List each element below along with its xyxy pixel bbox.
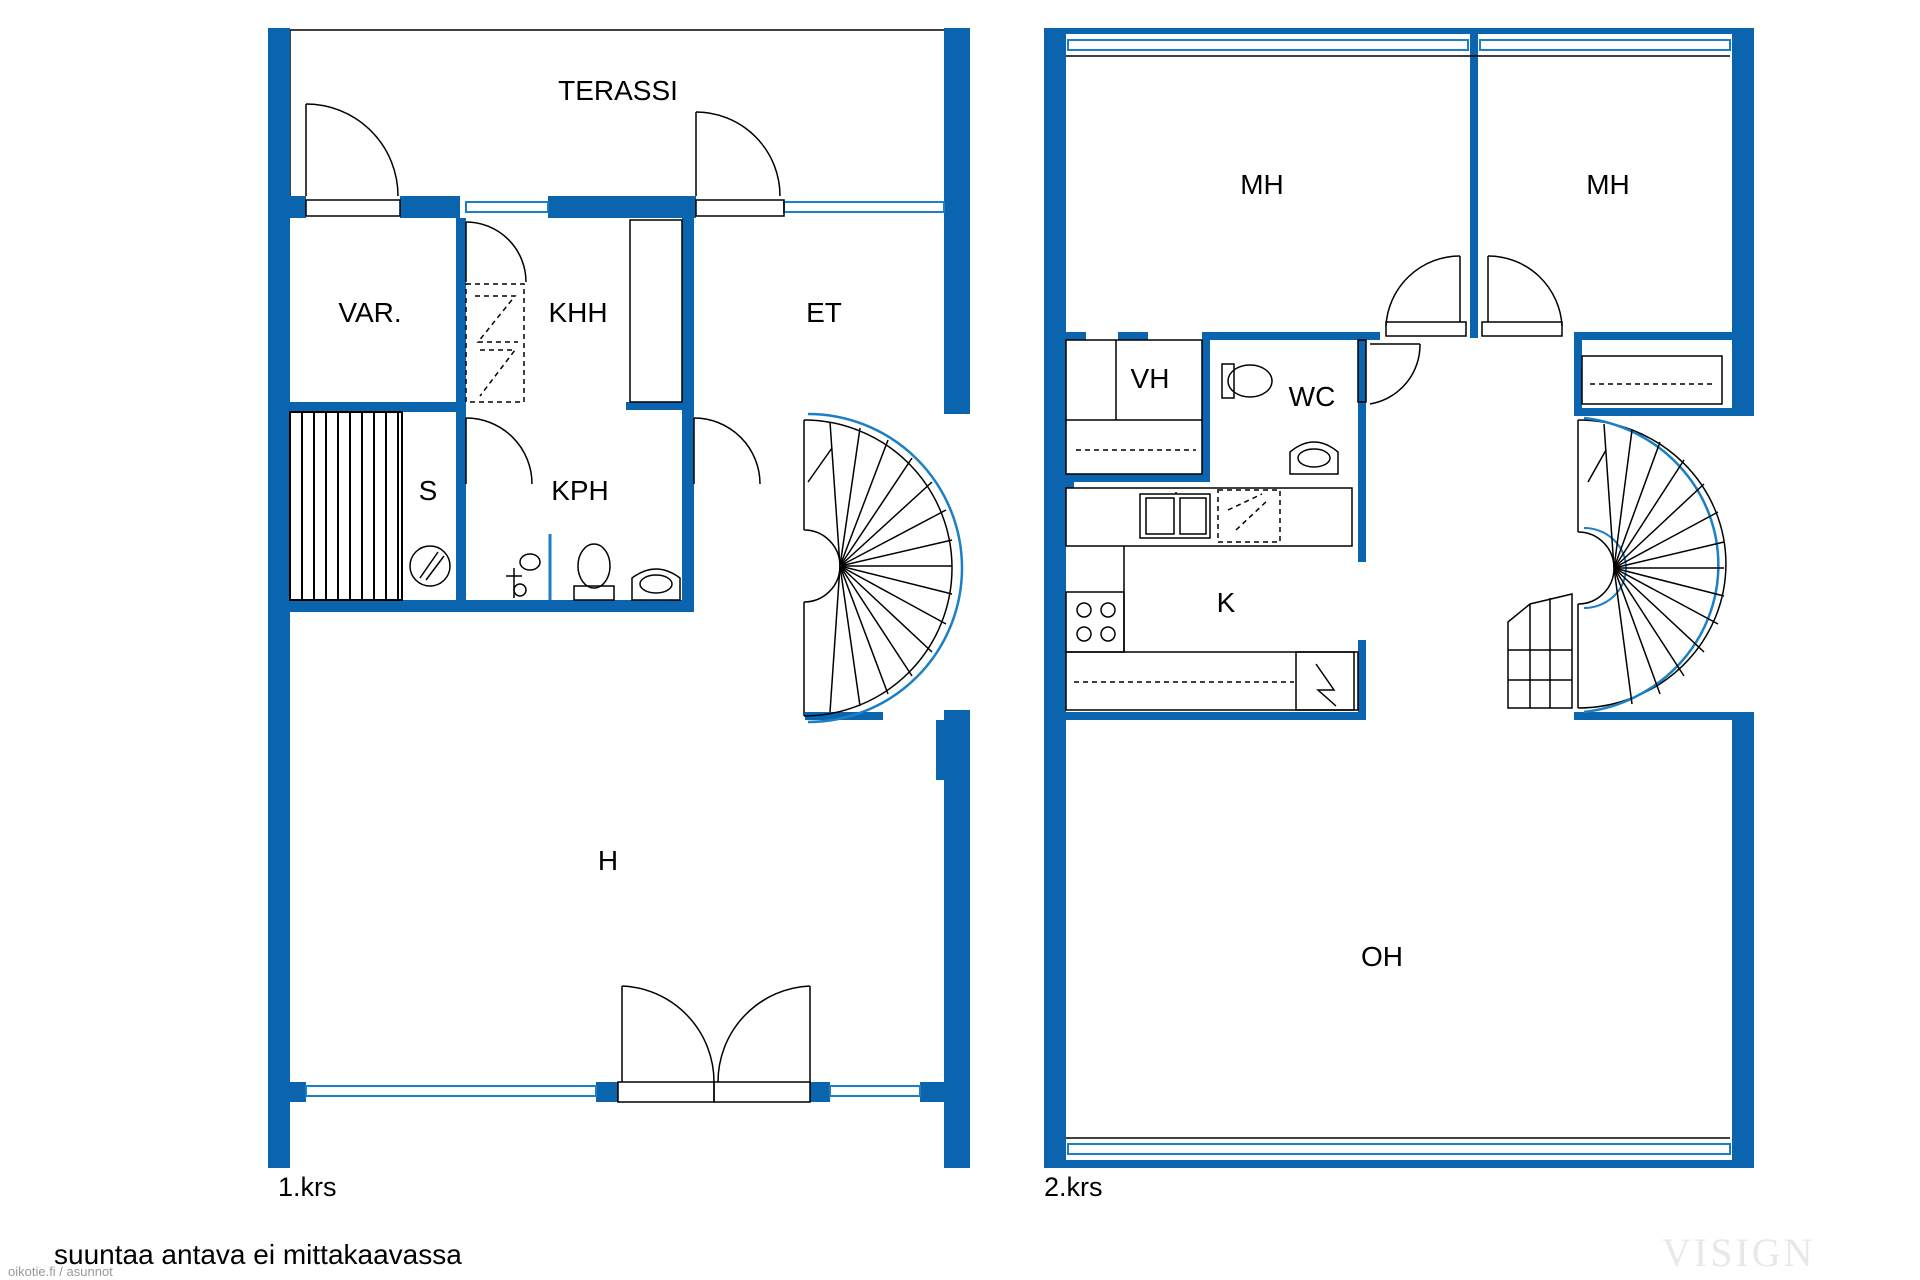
floor-1-door-swings	[305, 103, 811, 1083]
floor-1-door-frames	[305, 199, 811, 1103]
source-watermark: oikotie.fi / asunnot	[8, 1264, 113, 1279]
floor-1-room-labels: TERASSI VAR. KHH ET S KPH H	[338, 75, 842, 876]
floor-2-doors	[1357, 255, 1563, 405]
room-label-k: K	[1217, 587, 1236, 618]
floor-1-label: 1.krs	[278, 1172, 337, 1202]
floor-2-landing-steps	[1507, 593, 1573, 709]
floor-1-spiral-staircase	[803, 412, 964, 724]
floor-2-windows	[1067, 39, 1731, 1155]
floor-1-windows	[305, 201, 945, 1097]
floor-1-sink-icon	[631, 568, 681, 601]
brand-watermark: VISIGN	[1662, 1230, 1816, 1275]
floor-2-walls	[1044, 28, 1754, 1168]
floor-2-toilet-icon	[1221, 363, 1273, 399]
room-label-khh: KHH	[548, 297, 607, 328]
room-label-mh-2: MH	[1586, 169, 1630, 200]
room-label-oh: OH	[1361, 941, 1403, 972]
shower-icon	[506, 553, 541, 598]
floor-2-closets	[1065, 339, 1723, 475]
room-label-terassi: TERASSI	[558, 75, 678, 106]
floor-1-toilet-icon	[573, 543, 615, 601]
room-label-vh: VH	[1131, 363, 1170, 394]
floor-2-outline	[1066, 55, 1730, 1139]
terrace-outline	[289, 29, 951, 196]
floor-1-plan: TERASSI VAR. KHH ET S KPH H 1.krs	[268, 28, 970, 1202]
room-label-kph: KPH	[551, 475, 609, 506]
floor-2-sink-icon	[1289, 441, 1339, 475]
room-label-s: S	[419, 475, 438, 506]
sauna-bench	[289, 411, 403, 601]
floor-2-spiral-staircase	[1577, 416, 1727, 714]
cabinet-khh	[465, 219, 683, 403]
room-label-mh-1: MH	[1240, 169, 1284, 200]
floor-2-room-labels: MH MH VH WC K OH	[1131, 169, 1630, 972]
floor-1-walls	[268, 28, 970, 1168]
room-label-wc: WC	[1289, 381, 1336, 412]
scale-note: suuntaa antava ei mittakaavassa	[54, 1239, 462, 1270]
kitchen-counters	[1065, 487, 1359, 711]
room-label-var: VAR.	[338, 297, 401, 328]
room-label-h: H	[598, 845, 618, 876]
sauna-stove-icon	[409, 545, 451, 587]
room-label-et: ET	[806, 297, 842, 328]
floor-2-label: 2.krs	[1044, 1172, 1103, 1202]
floor-2-plan: MH MH VH WC K OH 2.krs	[1044, 28, 1754, 1202]
